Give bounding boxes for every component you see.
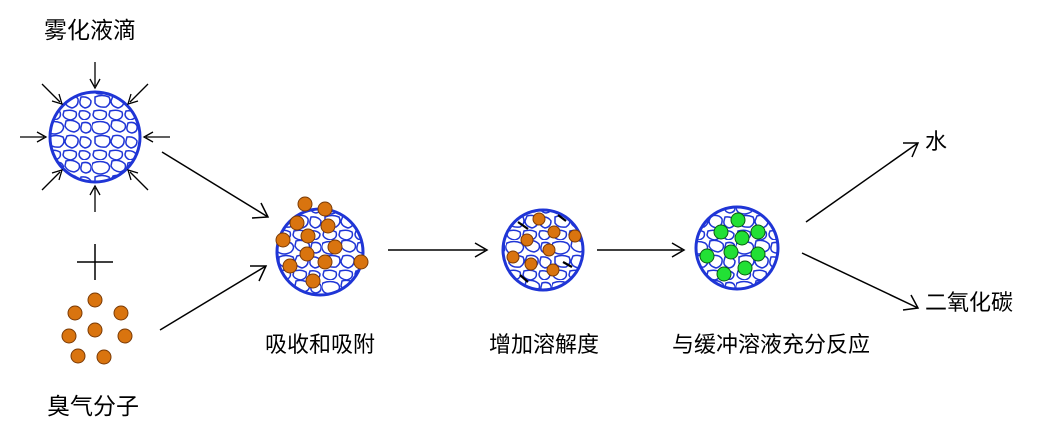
plus-sign xyxy=(77,244,113,280)
ozone-molecules xyxy=(61,292,133,365)
label-droplet: 雾化液滴 xyxy=(44,18,136,44)
arrow-1-2 xyxy=(388,242,489,258)
label-ozone: 臭气分子 xyxy=(47,394,139,420)
droplet-group xyxy=(20,62,170,212)
converge-arrows xyxy=(159,151,270,331)
label-step3: 与缓冲溶液充分反应 xyxy=(672,333,871,358)
stage3-particle xyxy=(694,205,780,291)
droplet-large xyxy=(48,90,142,184)
label-step1: 吸收和吸附 xyxy=(265,333,376,358)
label-product-co2: 二氧化碳 xyxy=(925,291,1014,316)
arrow-2-3 xyxy=(597,242,686,258)
product-arrows xyxy=(801,142,920,311)
stage2-particle xyxy=(501,208,585,292)
label-step2: 增加溶解度 xyxy=(489,333,600,358)
stage1-particle xyxy=(275,196,369,297)
droplet-arrows xyxy=(20,62,170,212)
label-product-water: 水 xyxy=(925,130,948,155)
